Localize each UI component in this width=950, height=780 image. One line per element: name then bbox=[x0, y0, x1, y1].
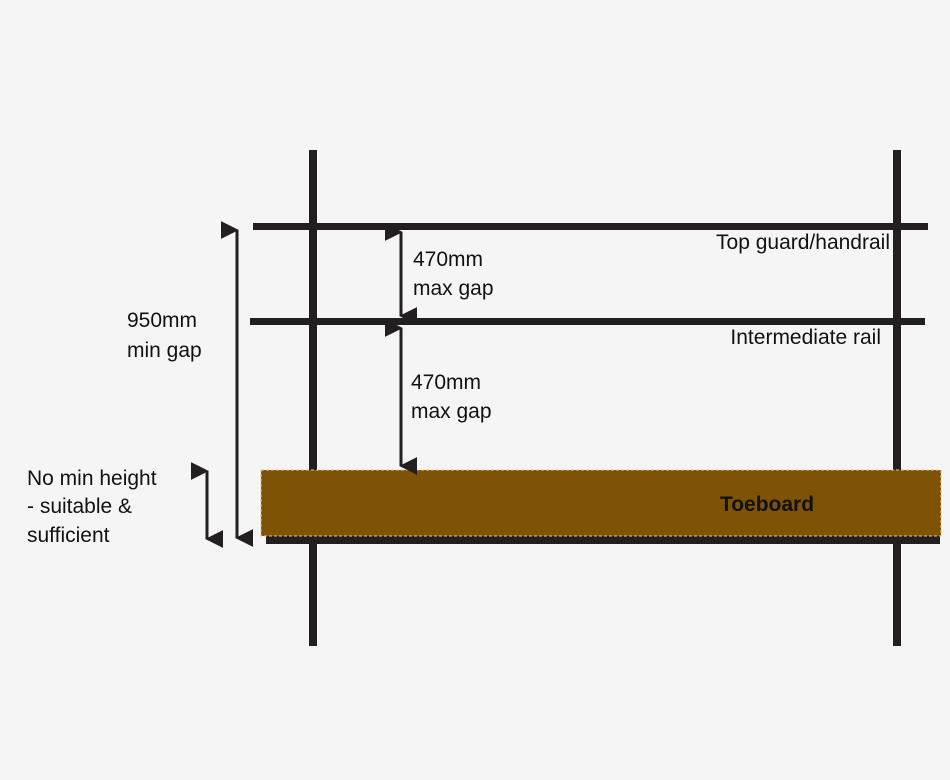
toeboard-height-label-3: sufficient bbox=[27, 524, 110, 547]
toeboard bbox=[260, 469, 942, 537]
toeboard-label: Toeboard bbox=[720, 493, 814, 516]
mid-gap-label-2: max gap bbox=[411, 400, 492, 423]
mid-gap-label-1: 470mm bbox=[411, 371, 481, 394]
right-post bbox=[893, 150, 901, 646]
overall-label-2: min gap bbox=[127, 339, 202, 362]
toeboard-height-label-2: - suitable & bbox=[27, 495, 132, 518]
top-rail bbox=[253, 223, 928, 230]
top-rail-label: Top guard/handrail bbox=[716, 231, 890, 254]
toeboard-height-label-1: No min height bbox=[27, 467, 157, 490]
left-post bbox=[309, 150, 317, 646]
base-board bbox=[266, 536, 940, 544]
top-gap-label-2: max gap bbox=[413, 277, 494, 300]
overall-label-1: 950mm bbox=[127, 309, 197, 332]
intermediate-rail-label: Intermediate rail bbox=[730, 326, 881, 349]
top-gap-label-1: 470mm bbox=[413, 248, 483, 271]
intermediate-rail bbox=[250, 318, 925, 325]
